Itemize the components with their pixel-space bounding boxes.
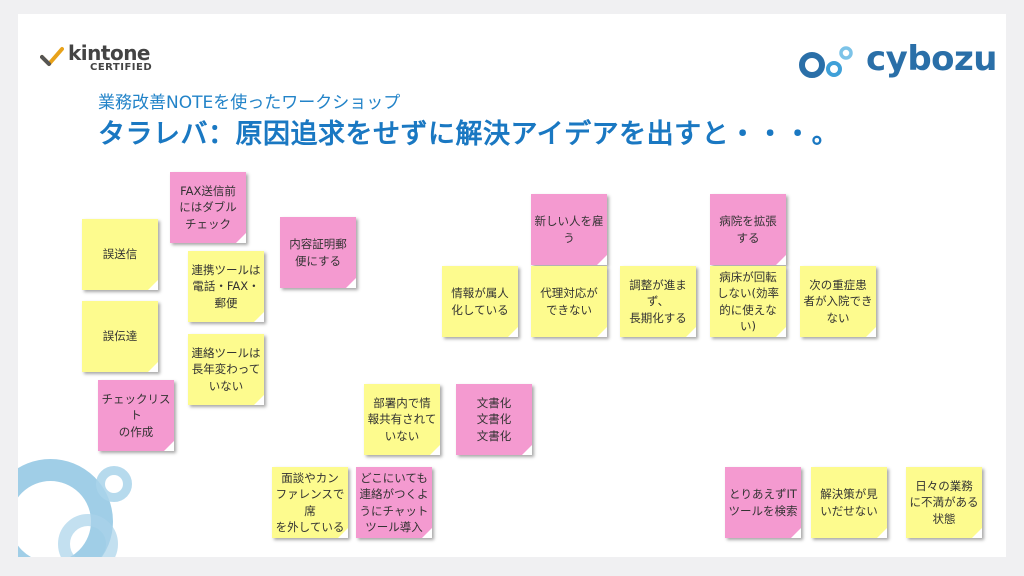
sticky-note[interactable]: 解決策が見いだせない bbox=[811, 467, 887, 538]
sticky-note[interactable]: 日々の業務に不満がある状態 bbox=[906, 467, 982, 538]
sticky-note-text: 面談やカンファレンスで席を外している bbox=[275, 471, 345, 534]
sticky-note[interactable]: 調整が進まず、長期化する bbox=[620, 266, 696, 337]
slide-subtitle: 業務改善NOTEを使ったワークショップ bbox=[98, 93, 401, 113]
sticky-note-text: 内容証明郵便にする bbox=[289, 237, 347, 268]
sticky-note-text: 誤送信 bbox=[102, 247, 138, 262]
slide-title: タラレバ：原因追求をせずに解決アイデアを出すと・・・。 bbox=[98, 119, 840, 150]
sticky-note-text: 新しい人を雇う bbox=[534, 214, 604, 245]
sticky-note-text: 解決策が見いだせない bbox=[820, 487, 878, 518]
sticky-note[interactable]: 連携ツールは電話・FAX・郵便 bbox=[188, 251, 264, 322]
checkmark-icon bbox=[40, 47, 64, 66]
sticky-note-text: 連携ツールは電話・FAX・郵便 bbox=[191, 263, 261, 310]
sticky-note-text: 病院を拡張する bbox=[719, 214, 777, 245]
sticky-note-text: 文書化文書化文書化 bbox=[476, 396, 512, 443]
sticky-note-text: 調整が進まず、長期化する bbox=[629, 278, 687, 325]
sticky-note-text: FAX送信前にはダブルチェック bbox=[179, 184, 237, 231]
sticky-note[interactable]: FAX送信前にはダブルチェック bbox=[170, 172, 246, 243]
sticky-note[interactable]: 誤送信 bbox=[82, 219, 158, 290]
slide: kintone CERTIFIED cybozu 業務改善NOTEを使ったワーク… bbox=[18, 14, 1006, 557]
cybozu-wordmark: cybozu bbox=[866, 39, 998, 79]
sticky-note-text: 情報が属人化している bbox=[451, 286, 509, 317]
sticky-note-text: 病床が回転しない(効率的に使えない) bbox=[717, 270, 779, 333]
sticky-note[interactable]: チェックリストの作成 bbox=[98, 380, 174, 451]
sticky-note[interactable]: 病院を拡張する bbox=[710, 194, 786, 265]
sticky-note-text: 誤伝達 bbox=[102, 329, 138, 344]
sticky-note[interactable]: 情報が属人化している bbox=[442, 266, 518, 337]
sticky-note[interactable]: 誤伝達 bbox=[82, 301, 158, 372]
kintone-certified-logo: kintone CERTIFIED bbox=[40, 41, 180, 81]
sticky-note-text: チェックリストの作成 bbox=[101, 392, 171, 439]
sticky-note-text: 代理対応ができない bbox=[540, 286, 598, 317]
sticky-note[interactable]: 文書化文書化文書化 bbox=[456, 384, 532, 455]
sticky-note[interactable]: どこにいても連絡がつくようにチャットツール導入 bbox=[356, 467, 432, 538]
sticky-note[interactable]: 連絡ツールは長年変わっていない bbox=[188, 334, 264, 405]
kintone-wordmark: kintone bbox=[68, 41, 151, 65]
sticky-note[interactable]: 次の重症患者が入院できない bbox=[800, 266, 876, 337]
sticky-note-text: どこにいても連絡がつくようにチャットツール導入 bbox=[359, 471, 429, 534]
sticky-note-text: 連絡ツールは長年変わっていない bbox=[191, 346, 261, 393]
deco-circle-small bbox=[96, 466, 132, 502]
sticky-note-text: 部署内で情報共有されていない bbox=[367, 396, 437, 443]
cybozu-logo: cybozu bbox=[796, 39, 998, 83]
cybozu-circles-icon bbox=[799, 46, 853, 78]
sticky-note[interactable]: 面談やカンファレンスで席を外している bbox=[272, 467, 348, 538]
sticky-note-text: 次の重症患者が入院できない bbox=[803, 278, 873, 325]
sticky-note[interactable]: 病床が回転しない(効率的に使えない) bbox=[710, 266, 786, 337]
sticky-note[interactable]: 部署内で情報共有されていない bbox=[364, 384, 440, 455]
sticky-note[interactable]: 新しい人を雇う bbox=[531, 194, 607, 265]
sticky-note[interactable]: 代理対応ができない bbox=[531, 266, 607, 337]
certified-label: CERTIFIED bbox=[90, 62, 153, 73]
sticky-note-text: 日々の業務に不満がある状態 bbox=[909, 479, 979, 526]
sticky-note[interactable]: 内容証明郵便にする bbox=[280, 217, 356, 288]
